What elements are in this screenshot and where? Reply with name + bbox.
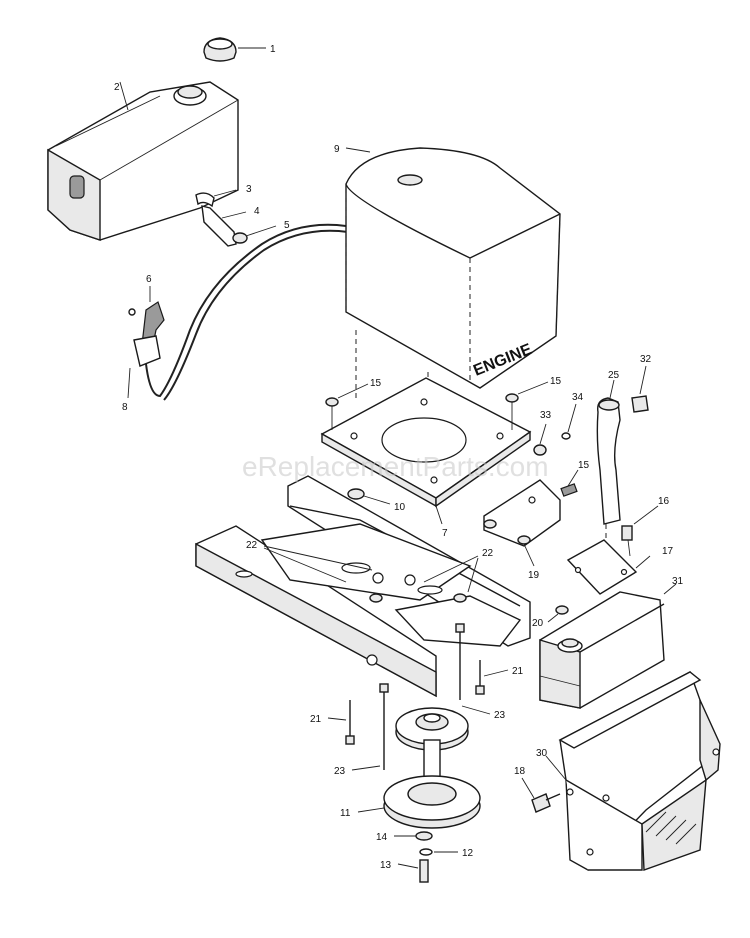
bolts-21-23 [327,623,509,771]
callout-17: 17 [662,546,674,557]
callout-6: 6 [146,274,152,285]
callout-21a: 21 [512,666,524,677]
callout-9: 9 [334,144,340,155]
callout-23a: 23 [494,710,506,721]
nut-10 [347,488,391,505]
callout-4: 4 [254,206,260,217]
exhaust-pipe-25 [596,365,649,590]
callout-30: 30 [536,748,548,759]
fuel-elbow [195,189,277,247]
callout-20: 20 [532,618,544,629]
callout-18: 18 [514,766,526,777]
callout-8: 8 [122,402,128,413]
callout-31: 31 [672,576,684,587]
pulley-11 [357,707,481,829]
callout-2: 2 [114,82,120,93]
callout-22a: 22 [246,540,258,551]
callouts: 1 2 3 4 5 6 7 8 9 10 11 12 13 14 15 15 1… [114,44,684,871]
callout-7: 7 [442,528,448,539]
callout-10: 10 [394,502,406,513]
callout-32: 32 [640,354,652,365]
callout-15b: 15 [550,376,562,387]
engine: ENGINE [345,147,561,405]
bolt-15 [325,381,549,430]
callout-33: 33 [540,410,552,421]
mounting-plate [320,377,532,525]
throttle-control [127,286,165,399]
muffler-31 [539,583,677,709]
callout-3: 3 [246,184,252,195]
callout-25: 25 [608,370,620,381]
muffler-shield-30 [545,671,721,871]
callout-14: 14 [376,832,388,843]
callout-1: 1 [270,44,276,55]
bolt-18 [521,777,561,813]
callout-16b: 16 [658,496,670,507]
callout-5: 5 [284,220,290,231]
hardware-12-13-14 [394,831,458,883]
callout-15a: 15 [370,378,382,389]
callout-21b: 21 [310,714,322,725]
callout-19: 19 [528,570,540,581]
callout-12: 12 [462,848,474,859]
callout-34: 34 [572,392,584,403]
callout-22b: 22 [482,548,494,559]
callout-11: 11 [340,808,351,819]
bracket-19 [483,403,579,567]
throttle-cable [145,223,349,401]
fuel-tank [47,81,239,241]
fuel-cap [203,37,266,62]
callout-23b: 23 [334,766,346,777]
leaders-22 [263,545,479,593]
callout-13: 13 [380,860,392,871]
watermark: eReplacementParts.com [242,451,549,482]
frame [195,475,531,698]
callout-15c: 15 [578,460,590,471]
muffler-bracket [547,505,659,623]
